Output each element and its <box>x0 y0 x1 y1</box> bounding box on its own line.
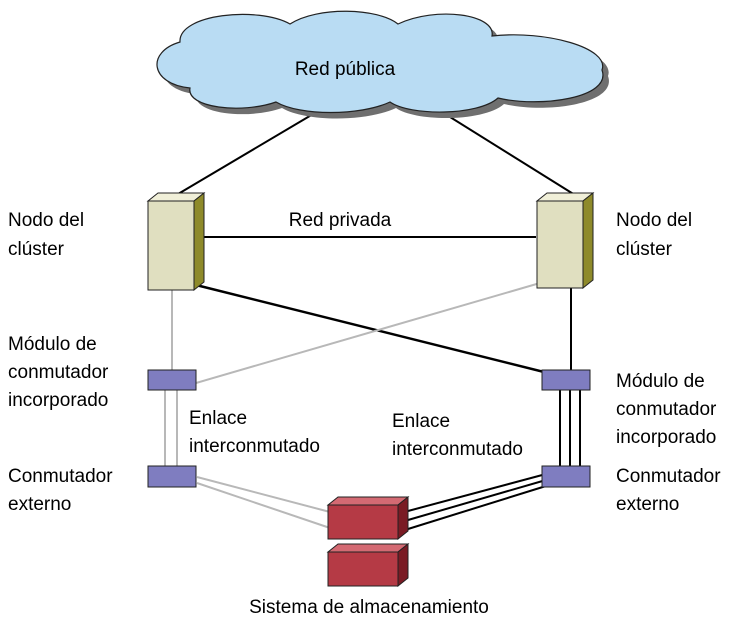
node-left-to-module-right <box>195 283 549 375</box>
switch-module-right <box>541 369 591 391</box>
storage-lower-side <box>397 542 409 588</box>
storage-upper-side <box>397 495 409 541</box>
cloud-body <box>156 10 604 114</box>
storage-upper-front <box>327 504 399 540</box>
storage-lower-front <box>327 551 399 587</box>
storage-unit-upper <box>326 495 410 541</box>
ext-right-to-storage-a <box>407 473 547 512</box>
external-switch-left <box>147 465 197 488</box>
cluster-node-left <box>146 191 206 292</box>
interswitch-link-right-label: Enlace interconmutado <box>392 411 523 460</box>
switch-module-left <box>147 369 197 391</box>
switch-module-right-label: Módulo de conmutador incorporado <box>616 371 722 448</box>
ext-left-to-storage-b <box>196 482 331 529</box>
node-right-front <box>536 200 584 289</box>
storage-lower-top <box>326 543 410 553</box>
connection-lines <box>164 96 581 530</box>
storage-unit-lower <box>326 542 410 588</box>
node-right-label: Nodo del clúster <box>616 210 697 260</box>
node-left-label: Nodo del clúster <box>8 210 89 260</box>
node-right-to-module-left <box>195 282 541 384</box>
ext-right-to-storage-c <box>407 485 547 530</box>
external-switch-right <box>541 465 591 488</box>
public-link-left <box>172 103 331 198</box>
external-switch-left-label: Conmutador externo <box>8 466 118 515</box>
storage-upper-top <box>326 496 410 506</box>
cluster-node-right <box>535 191 595 290</box>
storage-system-label: Sistema de almacenamiento <box>249 597 489 618</box>
external-switch-right-label: Conmutador externo <box>616 466 726 515</box>
public-network-cloud: Red pública <box>156 10 609 119</box>
storage-system <box>326 495 410 588</box>
ext-left-to-storage-a <box>196 476 331 513</box>
ext-right-to-storage-b <box>407 479 547 521</box>
node-left-side <box>193 191 205 292</box>
public-network-label: Red pública <box>295 59 396 80</box>
node-right-side <box>582 191 594 290</box>
interswitch-link-left-label: Enlace interconmutado <box>189 408 320 457</box>
node-left-front <box>147 200 195 291</box>
private-network-label: Red privada <box>289 210 392 231</box>
switch-module-left-label: Módulo de conmutador incorporado <box>8 334 114 411</box>
